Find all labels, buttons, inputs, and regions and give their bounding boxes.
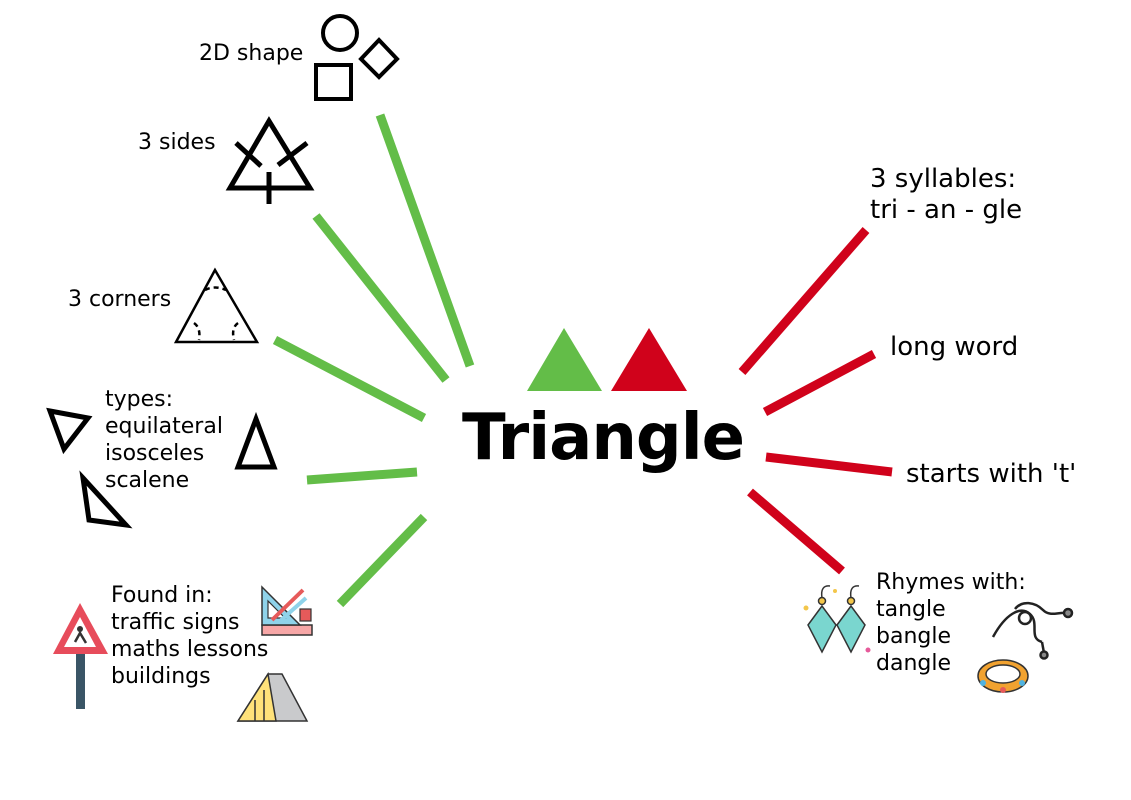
label-found-in-line: traffic signs [111, 610, 240, 635]
label-rhymes: Rhymes with: tangle bangle dangle [876, 569, 1026, 677]
red-triangle-icon [611, 328, 687, 391]
label-long-word: long word [890, 332, 1019, 362]
road-sign-icon [53, 603, 108, 709]
left-branches [272, 113, 475, 608]
label-found-in-line: buildings [111, 664, 211, 689]
isosceles-triangle-icon [234, 411, 278, 470]
branch-found-in [336, 513, 428, 608]
branch-types [306, 467, 418, 485]
label-found-in: Found in: traffic signs maths lessons bu… [111, 582, 268, 690]
branch-3-sides [312, 213, 450, 383]
central-topic: Triangle [462, 401, 745, 475]
label-rhymes-line: bangle [876, 624, 952, 649]
label-types: types: equilateral isosceles scalene [105, 386, 223, 494]
triangle-types-icon [46, 407, 278, 529]
label-syllables-line: tri - an - gle [870, 195, 1023, 225]
necklace-icon [991, 601, 1074, 660]
down-triangle-icon [46, 407, 93, 455]
label-types-line: isosceles [105, 441, 205, 466]
branch-syllables [738, 227, 870, 375]
bangle-icon [977, 659, 1029, 693]
label-types-line: equilateral [105, 414, 223, 439]
right-branches [738, 227, 893, 575]
label-2d-shape: 2D shape [199, 41, 304, 66]
label-rhymes-line: dangle [876, 651, 952, 676]
label-types-heading: types: [105, 387, 174, 412]
branch-rhymes [747, 488, 845, 575]
label-3-sides: 3 sides [138, 130, 216, 155]
branch-long-word [762, 350, 877, 416]
label-found-in-line: maths lessons [111, 637, 269, 662]
scalene-triangle-icon [79, 470, 133, 529]
geometry-tools-icon [261, 585, 313, 636]
label-syllables-heading: 3 syllables: [870, 164, 1017, 194]
label-rhymes-line: tangle [876, 597, 946, 622]
label-types-line: scalene [105, 468, 190, 493]
label-starts-with: starts with 't' [906, 459, 1077, 489]
triangle-corners-icon [173, 267, 260, 344]
label-3-corners: 3 corners [68, 287, 172, 312]
branch-3-corners [272, 336, 427, 422]
label-rhymes-heading: Rhymes with: [876, 570, 1026, 595]
green-triangle-icon [527, 328, 602, 391]
label-syllables: 3 syllables: tri - an - gle [870, 164, 1022, 226]
circle-icon [321, 14, 359, 52]
branch-2d-shape [375, 113, 475, 368]
diamond-icon [358, 37, 400, 80]
triangle-sides-icon [225, 116, 315, 204]
a-frame-building-icon [236, 671, 309, 722]
earrings-icon [803, 585, 871, 654]
square-icon [314, 63, 353, 101]
branch-starts-with [765, 452, 893, 477]
label-found-in-heading: Found in: [111, 583, 213, 608]
shapes-icon [314, 14, 400, 101]
